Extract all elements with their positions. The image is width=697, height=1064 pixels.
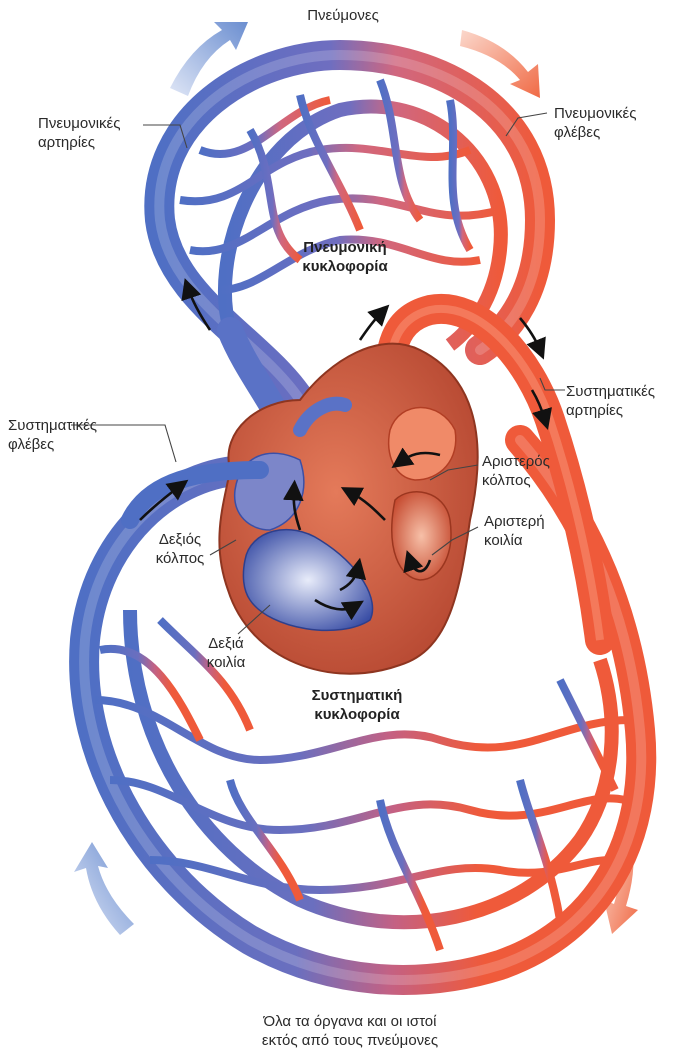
label-systemic-veins: Συστηματικές φλέβες [8,416,128,454]
label-pulmonary-circulation: Πνευμονική κυκλοφορία [280,238,410,276]
systemic-arteries-line1: Συστηματικές [566,382,694,401]
pulmonary-circulation-line2: κυκλοφορία [280,257,410,276]
label-lungs: Πνεύμονες [278,6,408,25]
left-atrium-line1: Αριστερός [482,452,592,471]
label-left-ventricle: Αριστερή κοιλία [484,512,594,550]
pulmonary-veins-line1: Πνευμονικές [554,104,684,123]
label-systemic-arteries: Συστηματικές αρτηρίες [566,382,694,420]
pulmonary-arteries-line2: αρτηρίες [38,133,148,152]
right-ventricle-line1: Δεξιά [186,634,266,653]
lungs-label: Πνεύμονες [278,6,408,25]
label-right-atrium: Δεξιός κόλπος [140,530,220,568]
pulmonary-arteries-line1: Πνευμονικές [38,114,148,133]
left-ventricle-line2: κοιλία [484,531,594,550]
flow-arrow-body-return [74,842,134,935]
systemic-veins-line1: Συστηματικές [8,416,128,435]
label-systemic-circulation: Συστηματική κυκλοφορία [282,686,432,724]
label-right-ventricle: Δεξιά κοιλία [186,634,266,672]
systemic-circulation-line1: Συστηματική [282,686,432,705]
systemic-circulation-line2: κυκλοφορία [282,705,432,724]
left-ventricle-line1: Αριστερή [484,512,594,531]
left-atrium-line2: κόλπος [482,471,592,490]
label-body-organs: Όλα τα όργανα και οι ιστοί εκτός από του… [200,1012,500,1050]
label-pulmonary-veins: Πνευμονικές φλέβες [554,104,684,142]
right-atrium-line2: κόλπος [140,549,220,568]
right-ventricle-line2: κοιλία [186,653,266,672]
pulmonary-circulation-line1: Πνευμονική [280,238,410,257]
right-atrium-line1: Δεξιός [140,530,220,549]
body-organs-line2: εκτός από τους πνεύμονες [200,1031,500,1050]
body-organs-line1: Όλα τα όργανα και οι ιστοί [200,1012,500,1031]
label-left-atrium: Αριστερός κόλπος [482,452,592,490]
left-ventricle-chamber [392,492,451,580]
pulmonary-capillary-bed [159,55,540,400]
systemic-veins-line2: φλέβες [8,435,128,454]
pulmonary-veins-line2: φλέβες [554,123,684,142]
label-pulmonary-arteries: Πνευμονικές αρτηρίες [38,114,148,152]
systemic-arteries-line2: αρτηρίες [566,401,694,420]
